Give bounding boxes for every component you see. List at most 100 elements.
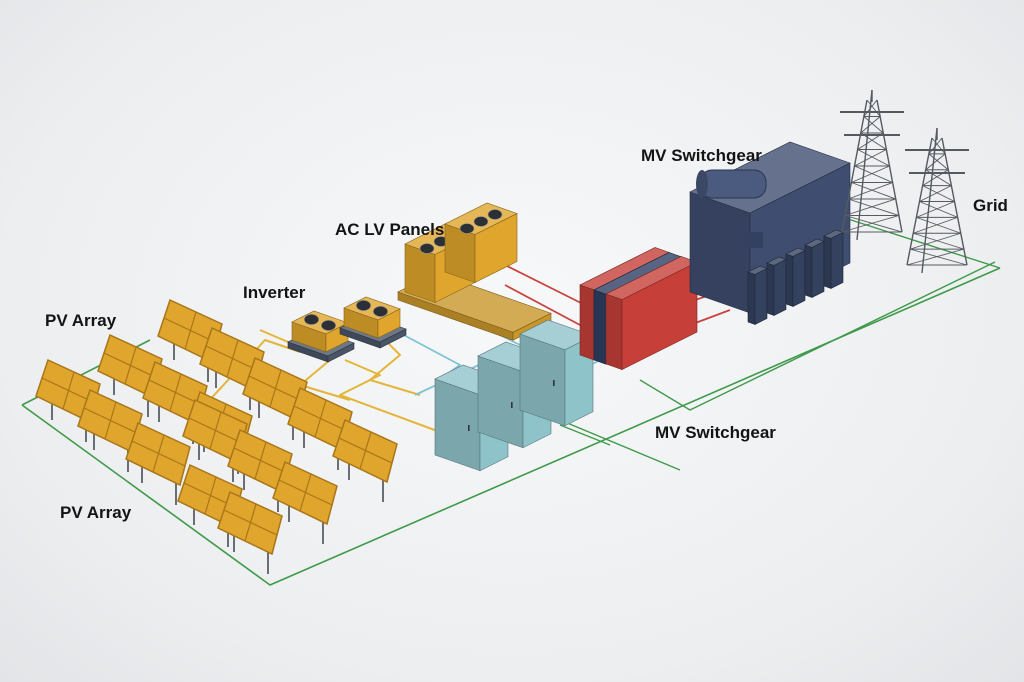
radiator-fin-front	[766, 262, 775, 316]
tower-brace	[910, 248, 968, 266]
pv-array-panels	[35, 298, 398, 574]
radiator-fin-side	[811, 240, 825, 298]
tower-brace	[841, 215, 900, 233]
cabinet-handle	[511, 402, 513, 408]
ground-line	[559, 419, 681, 471]
tower-brace	[928, 137, 943, 155]
label-mv-switchgear-top: MV Switchgear	[641, 146, 762, 165]
tower-brace	[857, 149, 890, 167]
combiner-cabinet	[519, 319, 594, 427]
panel-grid-line	[83, 407, 138, 434]
panel-grid-line	[188, 417, 243, 444]
tower-brace	[913, 216, 958, 234]
mv-wire	[504, 284, 581, 326]
mv-switchgear-section-front	[579, 284, 595, 361]
panel-grid-line	[278, 479, 333, 506]
panel-grid-line	[41, 377, 96, 404]
pv-panel-block	[217, 490, 283, 574]
tower-brace	[928, 153, 949, 171]
ground-boundary-line	[21, 267, 1001, 586]
radiator-fin	[823, 229, 844, 289]
tower-brace	[919, 185, 952, 202]
tower-brace	[916, 201, 955, 218]
inverter	[343, 296, 401, 339]
equipment-layer	[287, 141, 851, 472]
fan-icon	[419, 243, 435, 254]
panel-grid-line	[103, 352, 158, 379]
pv-panel-block	[272, 460, 338, 544]
panel-grid-line	[148, 379, 203, 406]
cabinet-handle	[468, 425, 470, 431]
radiator-fin-side	[773, 258, 787, 316]
panel-grid-line	[223, 509, 278, 536]
radiator-fin-front	[804, 244, 813, 298]
fan-icon	[473, 216, 489, 227]
ground-line	[639, 261, 996, 411]
tower-brace	[844, 215, 903, 233]
panel-grid-line	[338, 437, 393, 464]
mv-switchgear-section-front	[605, 293, 623, 371]
radiator-fin	[785, 247, 806, 307]
fan-icon	[373, 306, 388, 317]
panel-grid-line	[205, 345, 260, 372]
panel-grid-line	[131, 440, 186, 467]
tower-brace	[844, 198, 896, 216]
radiator-fin-side	[754, 267, 768, 325]
radiator-fin	[766, 256, 787, 316]
tower-brace	[854, 149, 887, 167]
tower-brace	[860, 116, 881, 134]
tower-brace	[866, 99, 881, 117]
label-pv-array-bottom: PV Array	[60, 503, 132, 522]
ac-lv-panel	[444, 202, 518, 283]
tower-brace	[909, 232, 961, 250]
mv-switchgear-section	[605, 256, 698, 371]
cabinet-handle	[553, 380, 555, 386]
radiator-fin-front	[785, 253, 794, 307]
radiator-fin	[804, 238, 825, 298]
fan-icon	[459, 223, 475, 234]
tower-brace	[848, 182, 893, 200]
tower-brace	[916, 216, 961, 234]
conservator-tank	[699, 169, 767, 199]
tower-brace	[925, 153, 946, 171]
panel-grid-line	[293, 405, 348, 432]
mv-switchgear-section-front	[593, 289, 607, 365]
fan-icon	[356, 300, 371, 311]
pv-panel-block	[332, 418, 398, 502]
dc-wire	[339, 359, 441, 433]
fan-icon	[487, 209, 503, 220]
tower-brace	[913, 232, 965, 250]
panel-grid-line	[248, 375, 303, 402]
label-pv-array-top: PV Array	[45, 311, 117, 330]
radiator-fin-front	[823, 235, 832, 289]
pv-panel-block	[125, 421, 191, 505]
tower-brace	[854, 165, 893, 183]
fan-icon	[321, 320, 336, 331]
label-grid: Grid	[973, 196, 1008, 215]
grid-towers	[840, 89, 969, 274]
bushing-box	[745, 232, 763, 248]
label-ac-lv-panels: AC LV Panels	[335, 220, 445, 239]
panel-grid-line	[233, 447, 288, 474]
pv-panel-block	[287, 386, 353, 470]
combiner-cabinet-front	[477, 355, 524, 449]
tower-brace	[848, 198, 900, 216]
tower-brace	[863, 116, 884, 134]
mv-wire	[504, 264, 586, 306]
label-mv-switchgear-bottom: MV Switchgear	[655, 423, 776, 442]
fan-icon	[304, 314, 319, 325]
dc-wire	[369, 334, 421, 396]
radiator-fin-front	[747, 271, 756, 325]
combiner-cabinet-front	[519, 333, 566, 427]
radiator-fin-side	[830, 231, 844, 289]
ground-line	[559, 424, 611, 446]
tower-brace	[863, 99, 878, 117]
tower-leg	[856, 89, 873, 241]
tower-brace	[922, 185, 955, 202]
tower-brace	[906, 248, 964, 266]
label-inverter: Inverter	[243, 283, 306, 302]
tower-brace	[931, 137, 946, 155]
tower-brace	[851, 182, 896, 200]
tank-end	[696, 170, 708, 198]
